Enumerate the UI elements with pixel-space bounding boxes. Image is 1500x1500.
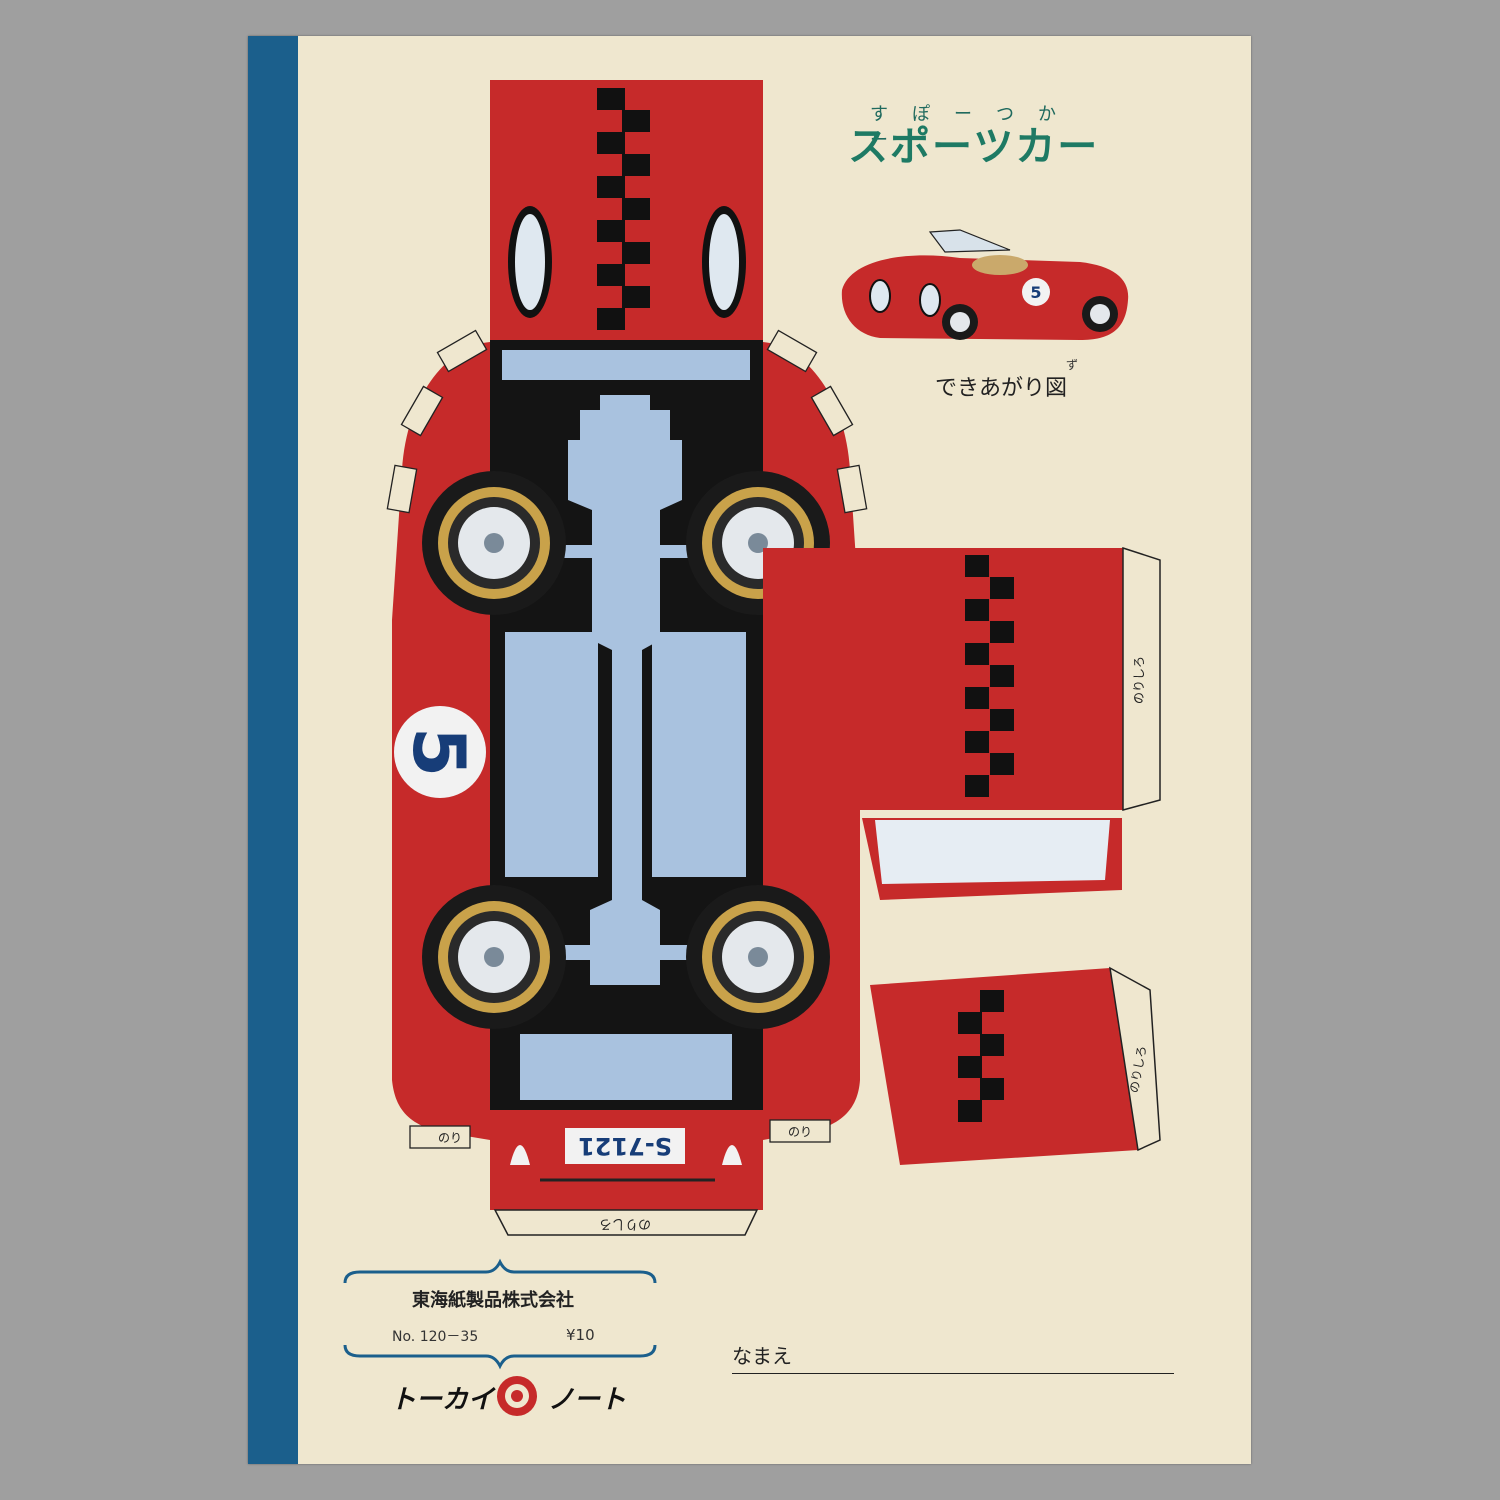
glue-tab-bottom	[493, 1209, 759, 1236]
price-label: ¥10	[566, 1326, 595, 1344]
trunk-panel	[870, 968, 1138, 1165]
wheel-rear-left	[422, 885, 566, 1029]
tail-light-left	[510, 1145, 530, 1165]
glue-tab-door	[1122, 546, 1161, 811]
caption-ruby: ず	[1066, 358, 1079, 372]
rear-glass-panel	[875, 820, 1110, 884]
door-checker-stripe	[965, 555, 1014, 797]
brand-text-right: ノート	[548, 1385, 627, 1415]
company-name: 東海紙製品株式会社	[412, 1290, 574, 1311]
windscreen-panel	[502, 350, 750, 380]
car-number-left: 5	[397, 727, 481, 777]
side-glue-tabs	[386, 329, 868, 1149]
name-field-label: なまえ	[732, 1344, 792, 1368]
glue-tab-rear-left-label: のり	[438, 1131, 462, 1145]
brand-text-left: トーカイ	[390, 1385, 495, 1415]
trunk-checker-stripe	[958, 990, 1004, 1122]
finished-car-illustration: 5	[841, 229, 1129, 340]
name-field-line[interactable]	[732, 1373, 1174, 1374]
glue-tab-trunk	[1109, 966, 1161, 1152]
headlight-right-lens	[709, 214, 739, 310]
door-panel-upper	[763, 548, 1123, 810]
license-plate	[565, 1128, 685, 1164]
glue-tab-rear-right-label: のり	[788, 1125, 812, 1139]
preview-car-number: 5	[1030, 283, 1041, 302]
catalog-number: No. 120－35	[392, 1329, 479, 1345]
hood-checker-stripe	[597, 88, 650, 330]
brand-logo-emblem	[497, 1376, 537, 1416]
number-roundel-left	[394, 706, 486, 798]
drivetrain-shaft	[548, 395, 700, 985]
tail-light-right	[722, 1145, 742, 1165]
notebook-spine	[248, 36, 298, 1464]
title-ruby: すぽーつかー	[870, 104, 1080, 151]
floor-panel-right	[652, 632, 746, 877]
glue-tab-door-label: のりしろ	[1132, 656, 1146, 704]
finished-caption: できあがり図	[935, 376, 1068, 401]
page-title: スポーツカー	[848, 124, 1100, 170]
headlight-left-lens	[515, 214, 545, 310]
rear-window-panel	[520, 1034, 732, 1100]
wheel-rear-right	[686, 885, 830, 1029]
glue-tab-bottom-label: のりしろ	[599, 1216, 651, 1231]
license-plate-text: S-7121	[578, 1132, 672, 1160]
wheel-front-left	[422, 471, 566, 615]
floor-panel-left	[505, 632, 598, 877]
company-label-frame	[343, 1258, 657, 1370]
